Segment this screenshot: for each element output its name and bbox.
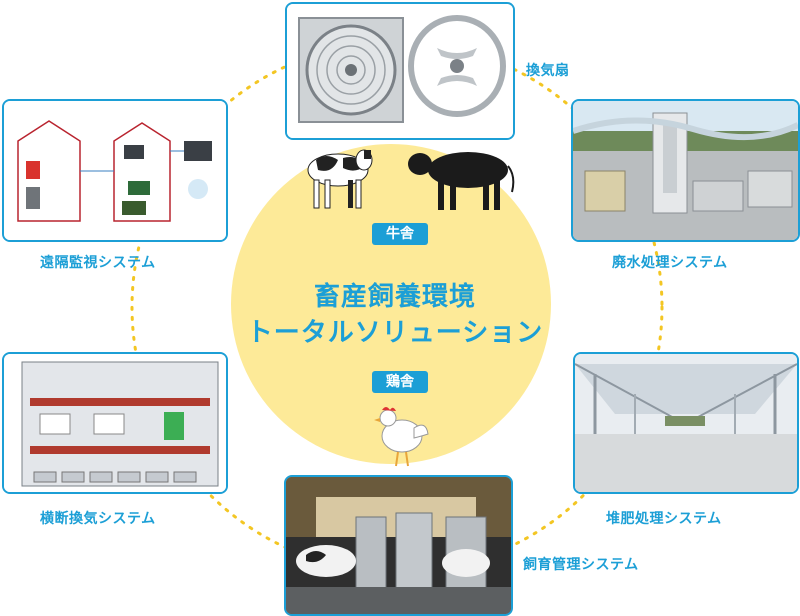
holstein-cow bbox=[307, 149, 373, 209]
center-title-line1: 畜産飼養環境 bbox=[313, 282, 476, 312]
chicken-illustration bbox=[374, 407, 429, 467]
center-title-line2: トータルソリューション bbox=[246, 318, 544, 348]
label-wastewater: 廃水処理システム bbox=[612, 255, 728, 271]
cross-vent-control-screen bbox=[4, 354, 226, 492]
badge-poultry: 鶏舎 bbox=[372, 371, 428, 393]
label-cross-vent: 横断換気システム bbox=[40, 511, 156, 527]
label-feeding: 飼育管理システム bbox=[523, 557, 639, 573]
remote-monitoring-diagram bbox=[4, 101, 226, 240]
cattle-illustration bbox=[307, 149, 515, 210]
feeding-photo bbox=[284, 475, 513, 616]
label-remote: 遠隔監視システム bbox=[40, 255, 156, 271]
ventilation-fan-image bbox=[287, 4, 513, 138]
cross-vent-photo bbox=[2, 352, 228, 494]
fan-photo bbox=[285, 2, 515, 140]
black-cow bbox=[408, 152, 515, 210]
remote-photo bbox=[2, 99, 228, 242]
compost-photo bbox=[573, 352, 799, 494]
wastewater-photo bbox=[571, 99, 800, 242]
badge-cattle: 牛舎 bbox=[372, 223, 428, 245]
label-compost: 堆肥処理システム bbox=[606, 511, 722, 527]
label-fan: 換気扇 bbox=[526, 63, 570, 79]
feeding-barn-image bbox=[286, 477, 511, 614]
compost-facility-image bbox=[575, 354, 797, 492]
wastewater-plant-image bbox=[573, 101, 798, 240]
